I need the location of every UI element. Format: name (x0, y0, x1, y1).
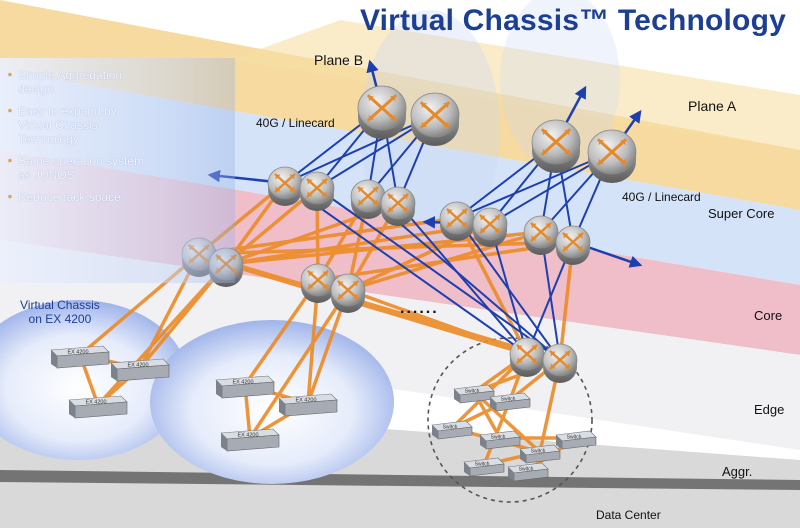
switch-label: Switch (567, 435, 582, 441)
router-icon (509, 337, 545, 377)
switch-icon: EX 4200 (110, 358, 170, 382)
edge-label: Edge (754, 402, 785, 417)
vc-caption-line1: Virtual Chassis (20, 298, 100, 312)
switch-label: Switch (491, 435, 506, 441)
switch-label: EX 4200 (295, 398, 316, 404)
plane-b-label: Plane B (314, 52, 364, 68)
feature-panel: Simple Aggregation design Easy to expand… (0, 58, 235, 283)
router-icon (555, 225, 591, 265)
router-icon (350, 179, 386, 219)
switch-group: EX 4200 EX 4200 EX 4200 EX 4200 EX 4200 EX 42… (50, 345, 597, 482)
router-icon (531, 119, 581, 173)
stack-link (472, 390, 542, 454)
switch-icon: Switch (479, 430, 521, 450)
router-icon (267, 166, 303, 206)
feature-list: Simple Aggregation design Easy to expand… (0, 58, 235, 204)
switch-icon: Switch (431, 420, 473, 440)
feature-item: Same operation system as JUNOS (8, 154, 153, 182)
router-icon (523, 215, 559, 255)
switch-icon: EX 4200 (278, 393, 338, 417)
linecard-right-label: 40G / Linecard (622, 190, 701, 204)
super-core-label: Super Core (708, 206, 775, 221)
blue-link (284, 182, 528, 355)
blue-link (397, 202, 528, 355)
aggr-label: Aggr. (722, 464, 753, 479)
switch-icon: Switch (489, 392, 531, 412)
switch-icon: EX 4200 (220, 428, 280, 452)
vc-cloud-left (0, 300, 188, 460)
vc-caption: Virtual Chassis on EX 4200 (20, 298, 100, 326)
router-icon (542, 343, 578, 383)
feature-item: Simple Aggregation design (8, 68, 153, 96)
plane-a-label: Plane A (688, 98, 737, 114)
router-icon (357, 85, 407, 139)
switch-label: EX 4200 (237, 433, 258, 439)
switch-label: EX 4200 (67, 350, 88, 356)
vc-caption-line2: on EX 4200 (28, 312, 92, 326)
switch-label: Switch (519, 467, 534, 473)
feature-item: Reduce rack space (8, 190, 153, 204)
blue-link (456, 151, 613, 219)
switch-icon: EX 4200 (50, 345, 110, 369)
switch-icon: Switch (507, 462, 549, 482)
router-icon (330, 273, 366, 313)
data-center-circle (427, 337, 593, 503)
switch-icon: Switch (519, 444, 561, 464)
access-link (96, 262, 228, 407)
switch-icon: Switch (453, 384, 495, 404)
router-icon (472, 207, 508, 247)
blue-link (456, 217, 561, 361)
switch-label: EX 4200 (127, 363, 148, 369)
router-icon (587, 129, 637, 183)
band-aggr-line (0, 470, 800, 490)
switch-label: Switch (465, 389, 480, 395)
switch-label: EX 4200 (85, 400, 106, 406)
router-icon (380, 186, 416, 226)
core-label: Core (754, 308, 783, 323)
switch-label: Switch (531, 449, 546, 455)
switch-icon: Switch (555, 430, 597, 450)
router-icon (300, 263, 336, 303)
switch-label: Switch (501, 397, 516, 403)
blue-link (316, 187, 561, 361)
orange-link (198, 252, 561, 362)
stack-link (482, 399, 512, 466)
router-icon (299, 171, 335, 211)
switch-icon: Switch (463, 457, 505, 477)
orange-link (455, 217, 529, 355)
switch-label: EX 4200 (232, 380, 253, 386)
feature-item: Easy to expand by Virtual Chassis Techno… (8, 104, 153, 146)
switch-label: Switch (475, 462, 490, 468)
router-icon (439, 201, 475, 241)
router-icon (410, 92, 460, 146)
orange-link (198, 240, 574, 256)
switch-icon: EX 4200 (215, 375, 275, 399)
data-center-label: Data Center (596, 508, 661, 522)
orange-link (198, 216, 458, 256)
blue-link (284, 114, 436, 184)
switch-label: Switch (443, 425, 458, 431)
switch-icon: EX 4200 (68, 395, 128, 419)
ellipsis-label: ...... (400, 300, 439, 317)
linecard-left-label: 40G / Linecard (256, 116, 335, 130)
page-title: Virtual Chassis™ Technology (359, 4, 786, 37)
band-upper-gold (230, 20, 800, 150)
background-swirl-2 (500, 0, 620, 170)
orange-link (225, 262, 528, 356)
access-link (248, 289, 350, 439)
